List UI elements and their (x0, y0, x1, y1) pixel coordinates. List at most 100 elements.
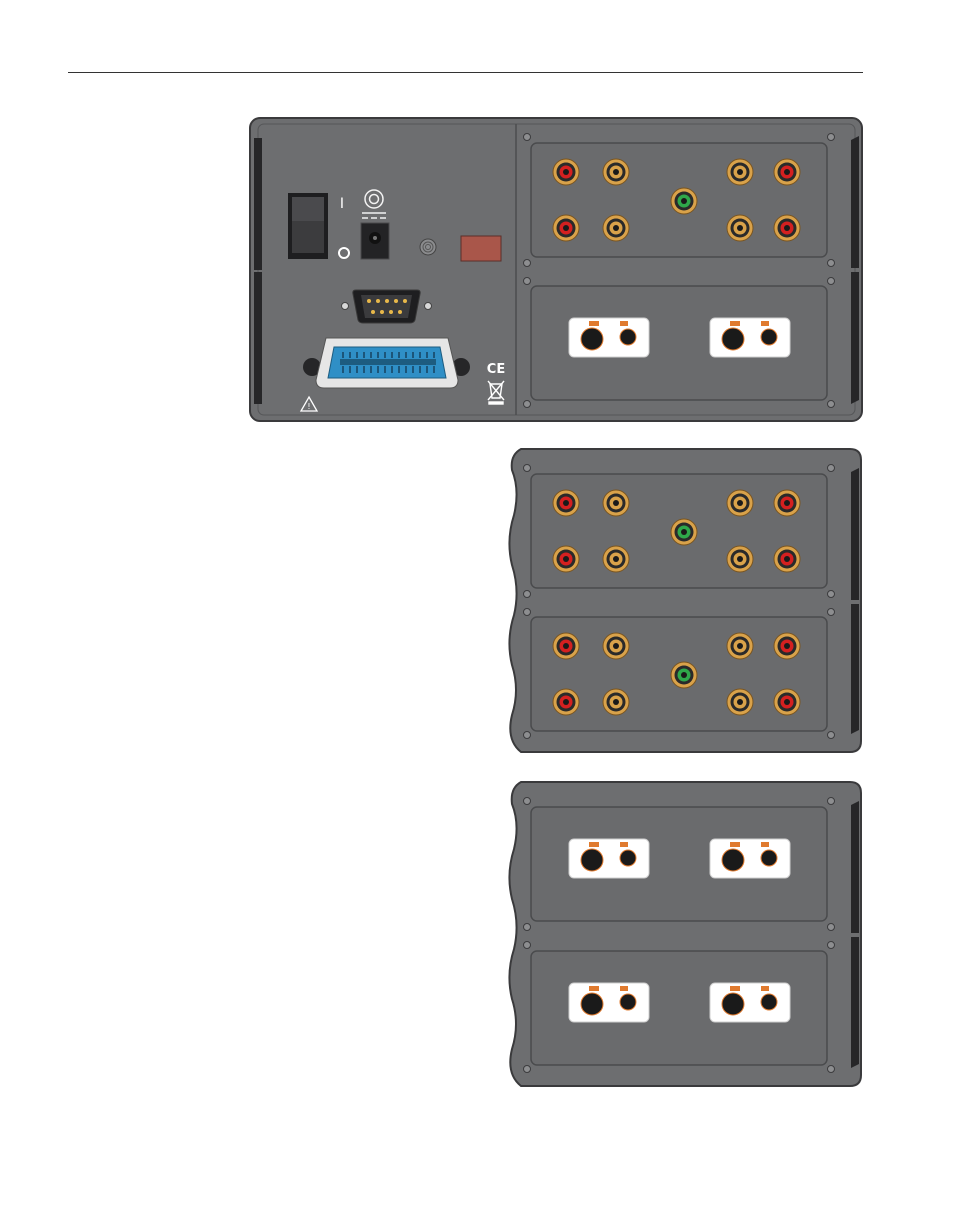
xlr-socket[interactable] (569, 318, 649, 357)
rca-jack-pin (784, 225, 790, 231)
rca-jack-gold[interactable] (727, 215, 753, 241)
power-switch[interactable] (288, 193, 328, 259)
rca-jack-pin (613, 699, 619, 705)
xlr-socket-latch (620, 986, 628, 991)
mounting-screw-icon (524, 401, 531, 408)
mounting-screw-icon (524, 609, 531, 616)
rca-jack-red[interactable] (774, 490, 800, 516)
rca-jack-gold[interactable] (603, 546, 629, 572)
rca-jack-red[interactable] (774, 633, 800, 659)
rca-jack-red[interactable] (553, 490, 579, 516)
rca-jack-gold[interactable] (727, 159, 753, 185)
xlr-socket-hole (620, 994, 636, 1010)
rca-jack-gold[interactable] (727, 546, 753, 572)
rca-jack-green[interactable] (671, 519, 697, 545)
xlr-socket[interactable] (569, 839, 649, 878)
rca-jack-pin (737, 225, 743, 231)
xlr-socket-latch (730, 321, 740, 326)
rca-jack-green[interactable] (671, 188, 697, 214)
power-on-mark: I (340, 196, 344, 212)
mounting-screw-icon (828, 401, 835, 408)
rca-jack-gold[interactable] (603, 159, 629, 185)
ce-mark: CE (487, 362, 505, 377)
mounting-screw-icon (524, 1066, 531, 1073)
mounting-screw-icon (524, 942, 531, 949)
mounting-screw-icon (524, 260, 531, 267)
rca-jack-pin (563, 169, 569, 175)
rca-jack-pin (613, 500, 619, 506)
rca-jack-pin (613, 169, 619, 175)
rca-jack-pin (737, 169, 743, 175)
mounting-screw-icon (828, 134, 835, 141)
rca-jack-red[interactable] (553, 633, 579, 659)
rca-jack-pin (563, 500, 569, 506)
mounting-screw-icon (828, 732, 835, 739)
xlr-socket-latch (589, 842, 599, 847)
xlr-socket-latch (761, 986, 769, 991)
rca-jack-gold[interactable] (603, 689, 629, 715)
rca-jack-pin (613, 643, 619, 649)
rca-jack-gold[interactable] (603, 215, 629, 241)
xlr-socket-hole (761, 850, 777, 866)
mounting-screw-icon (524, 732, 531, 739)
xlr-socket-hole (722, 849, 744, 871)
mounting-screw-icon (524, 924, 531, 931)
rca-jack-pin (681, 529, 687, 535)
rca-jack-red[interactable] (553, 159, 579, 185)
xlr-socket-hole (581, 993, 603, 1015)
xlr-socket[interactable] (569, 983, 649, 1022)
rca-jack-red[interactable] (774, 689, 800, 715)
mounting-screw-icon (828, 465, 835, 472)
warning-mark: ! (307, 402, 310, 411)
rca-jack-red[interactable] (774, 159, 800, 185)
rca-jack-gold[interactable] (603, 490, 629, 516)
mounting-screw-icon (828, 278, 835, 285)
xlr-socket-latch (589, 986, 599, 991)
rca-jack-pin (613, 556, 619, 562)
rca-jack-pin (784, 556, 790, 562)
rca-jack-pin (737, 556, 743, 562)
xlr-socket-hole (761, 994, 777, 1010)
mounting-screw-icon (828, 591, 835, 598)
mounting-screw-icon (828, 798, 835, 805)
mounting-screw-icon (524, 591, 531, 598)
xlr-socket[interactable] (710, 318, 790, 357)
mounting-screw-icon (524, 278, 531, 285)
rca-jack-gold[interactable] (603, 633, 629, 659)
rca-jack-red[interactable] (553, 689, 579, 715)
expansion-panel-xlr (509, 782, 861, 1086)
rca-jack-red[interactable] (553, 215, 579, 241)
rca-jack-pin (784, 500, 790, 506)
chassis-edge-left-bottom (254, 272, 262, 404)
rca-jack-pin (681, 198, 687, 204)
rca-jack-red[interactable] (774, 546, 800, 572)
xlr-socket-hole (761, 329, 777, 345)
mounting-screw-icon (828, 609, 835, 616)
rca-jack-gold[interactable] (727, 633, 753, 659)
xlr-socket-hole (722, 328, 744, 350)
rca-jack-pin (613, 225, 619, 231)
rca-jack-red[interactable] (774, 215, 800, 241)
mounting-screw-icon (828, 260, 835, 267)
rca-jack-pin (737, 643, 743, 649)
rca-jack-pin (737, 500, 743, 506)
rca-jack-gold[interactable] (727, 689, 753, 715)
rca-jack-green[interactable] (671, 662, 697, 688)
xlr-socket-hole (581, 849, 603, 871)
mounting-screw-icon (828, 1066, 835, 1073)
status-indicator (461, 236, 501, 261)
mounting-screw-icon (524, 465, 531, 472)
xlr-socket-hole (722, 993, 744, 1015)
rca-jack-pin (784, 643, 790, 649)
rca-jack-gold[interactable] (727, 490, 753, 516)
xlr-socket[interactable] (710, 839, 790, 878)
rca-jack-pin (784, 169, 790, 175)
mounting-screw-icon (524, 798, 531, 805)
xlr-socket[interactable] (710, 983, 790, 1022)
rca-jack-pin (563, 225, 569, 231)
ground-terminal-icon[interactable] (420, 239, 436, 255)
xlr-socket-latch (589, 321, 599, 326)
rca-jack-red[interactable] (553, 546, 579, 572)
gpib-connector[interactable] (303, 338, 470, 388)
